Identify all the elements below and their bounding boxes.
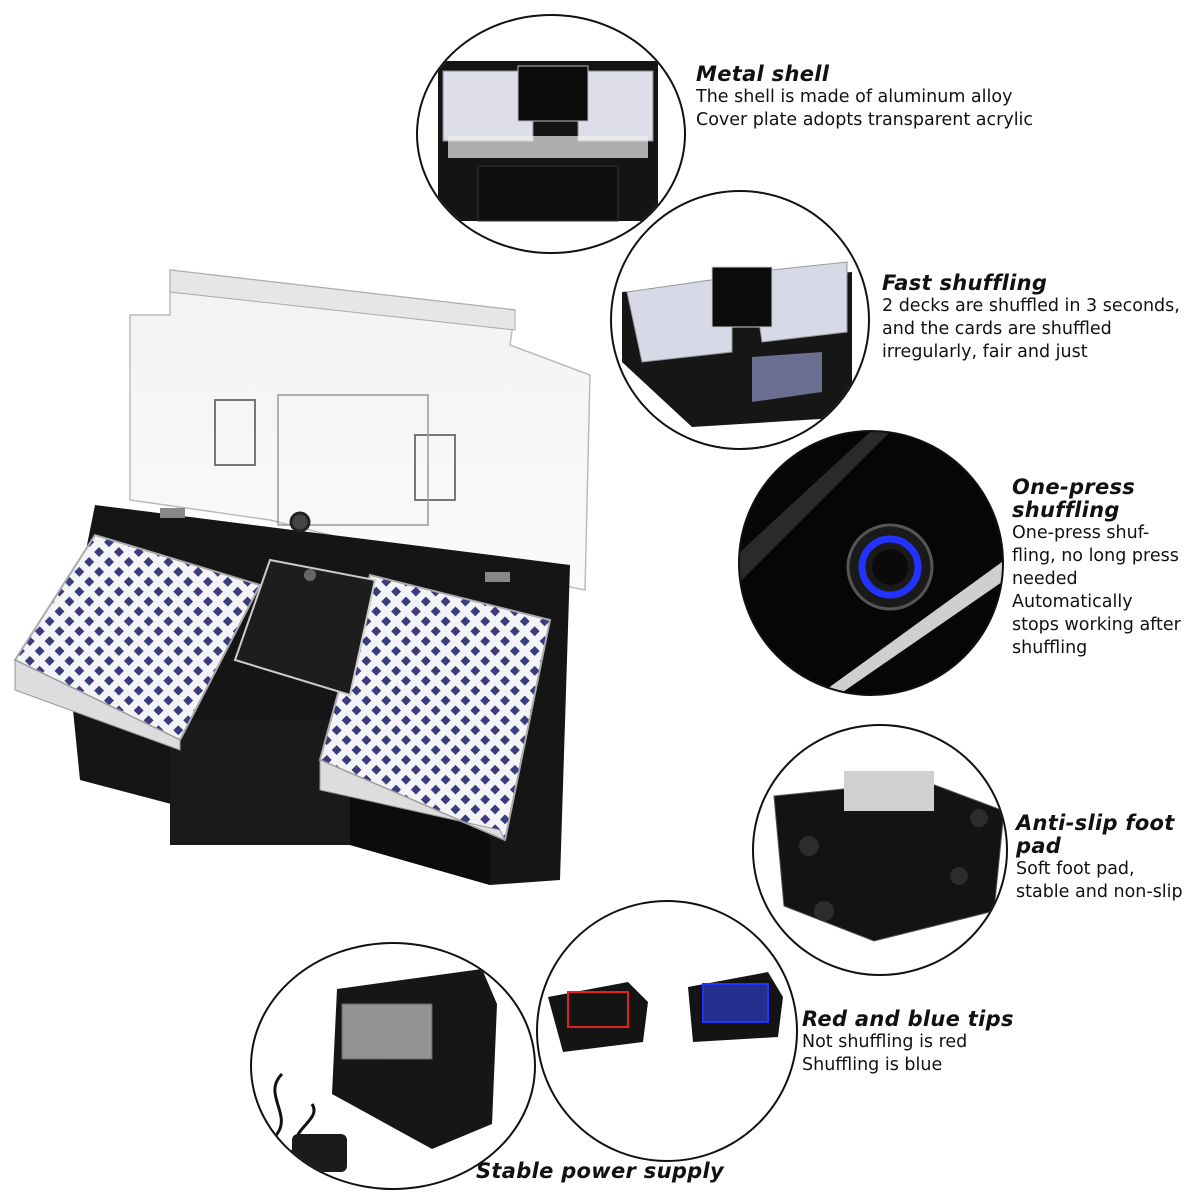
feature-title: Metal shell xyxy=(696,62,830,86)
feature-title: Fast shuffling xyxy=(882,271,1048,295)
feature-desc-line: Soft foot pad, xyxy=(1016,859,1135,879)
red-blue-tips-photo xyxy=(536,900,798,1162)
feature-desc-line: fling, no long press xyxy=(1012,546,1179,566)
feature-title-line: pad xyxy=(1016,834,1062,858)
feature-title-line: shuffling xyxy=(1012,498,1120,522)
anti-slip-text: Anti-slip foot pad Soft foot pad, stable… xyxy=(1016,812,1198,904)
feature-desc-line: needed xyxy=(1012,569,1078,589)
fast-shuffling-photo xyxy=(610,190,870,450)
one-press-text: One-press shuffling One-press shuf- flin… xyxy=(1012,476,1198,660)
feature-desc-line: The shell is made of aluminum alloy xyxy=(696,87,1013,107)
feature-desc-line: Shuffling is blue xyxy=(802,1055,943,1075)
metal-shell-text: Metal shell The shell is made of aluminu… xyxy=(696,63,1076,132)
feature-desc-line: One-press shuf- xyxy=(1012,523,1150,543)
feature-desc-line: Not shuffling is red xyxy=(802,1032,968,1052)
feature-desc-line: Cover plate adopts transparent acrylic xyxy=(696,110,1034,130)
anti-slip-foot-photo xyxy=(752,724,1008,976)
feature-desc-line: 2 decks are shuffled in 3 seconds, xyxy=(882,296,1180,316)
one-press-button-photo xyxy=(738,430,1004,696)
red-blue-tips-text: Red and blue tips Not shuffling is red S… xyxy=(802,1008,1062,1077)
fast-shuffling-text: Fast shuffling 2 decks are shuffled in 3… xyxy=(882,272,1200,364)
feature-desc-line: stable and non-slip xyxy=(1016,882,1183,902)
feature-title: Red and blue tips xyxy=(802,1007,1014,1031)
feature-title: Stable power supply xyxy=(476,1159,724,1183)
power-supply-photo xyxy=(250,942,536,1190)
feature-title-line: Anti-slip foot xyxy=(1016,811,1175,835)
product-main-image xyxy=(13,269,591,885)
feature-desc-line: irregularly, fair and just xyxy=(882,342,1088,362)
feature-desc-line: stops working after xyxy=(1012,615,1181,635)
feature-desc-line: and the cards are shuffled xyxy=(882,319,1112,339)
feature-desc-line: shuffling xyxy=(1012,638,1088,658)
metal-shell-photo xyxy=(416,14,686,254)
feature-desc-line: Automatically xyxy=(1012,592,1133,612)
power-supply-text: Stable power supply xyxy=(476,1160,796,1183)
feature-title-line: One-press xyxy=(1012,475,1136,499)
